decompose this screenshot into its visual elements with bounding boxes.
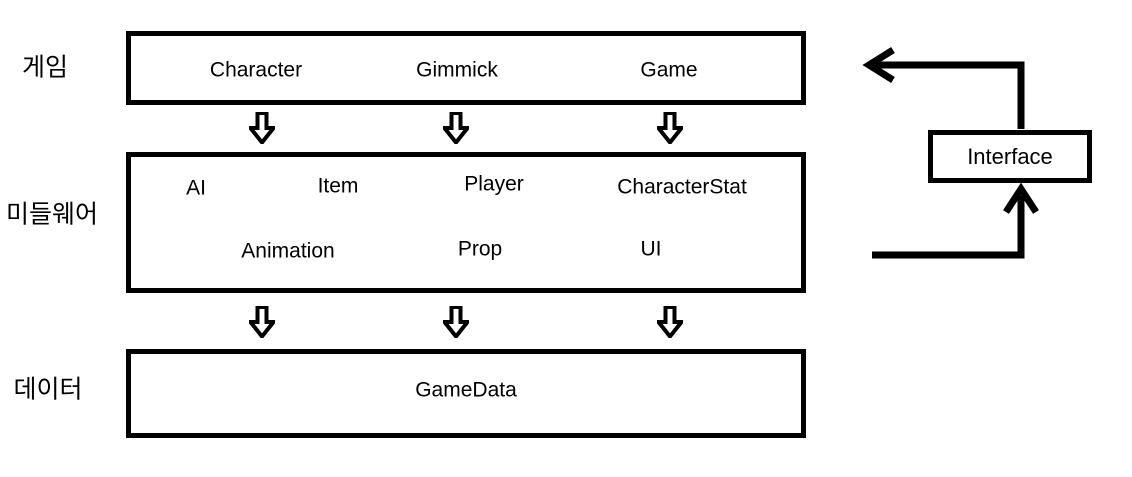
interface-output-arrow — [862, 47, 1025, 129]
layer-label-middleware: 미들웨어 — [5, 200, 99, 229]
middleware-item-ai: AI — [186, 176, 206, 200]
middleware-to-data-arrow-1 — [249, 306, 275, 338]
middleware-to-data-arrow-2 — [443, 306, 469, 338]
interface-label: Interface — [967, 143, 1053, 169]
middleware-item-animation: Animation — [241, 239, 335, 263]
data-item-gamedata: GameData — [415, 378, 517, 402]
middleware-item-ui: UI — [640, 237, 662, 261]
game-item-gimmick: Gimmick — [416, 58, 498, 82]
layer-label-game: 게임 — [21, 53, 69, 82]
middleware-item-item: Item — [317, 174, 359, 198]
interface-box: Interface — [928, 130, 1092, 183]
middleware-item-characterstat: CharacterStat — [617, 175, 747, 199]
game-item-game: Game — [640, 58, 698, 82]
game-to-middleware-arrow-1 — [249, 112, 275, 144]
middleware-item-player: Player — [464, 172, 524, 196]
game-to-middleware-arrow-2 — [443, 112, 469, 144]
layer-label-data: 데이터 — [13, 375, 83, 404]
game-item-character: Character — [209, 58, 303, 82]
game-to-middleware-arrow-3 — [657, 112, 683, 144]
interface-input-arrow — [872, 182, 1039, 259]
data-layer-box — [126, 349, 806, 438]
middleware-layer-box — [126, 152, 806, 293]
middleware-to-data-arrow-3 — [657, 306, 683, 338]
middleware-item-prop: Prop — [457, 237, 503, 261]
game-layer-box — [126, 31, 806, 105]
